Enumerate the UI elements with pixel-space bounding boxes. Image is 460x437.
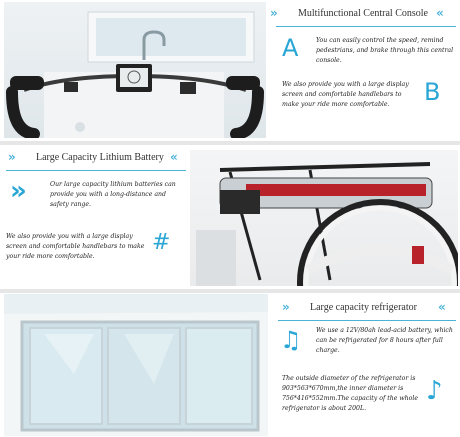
- battery-photo: [190, 150, 458, 286]
- separator-2: [0, 289, 460, 293]
- hash-icon: #: [152, 230, 171, 255]
- section1-text-a: You can easily control the speed, remind…: [316, 37, 454, 64]
- section3-chevron-right-icon: «: [438, 300, 446, 314]
- letter-a-icon: A: [282, 34, 299, 62]
- section3-chevron-icon: »: [282, 300, 290, 314]
- console-photo: [4, 2, 266, 138]
- section3-rule: [278, 320, 456, 321]
- section-refrigerator: » Large capacity refrigerator « ♫ We use…: [0, 294, 460, 437]
- section3-text-a: We use a 12V/80ah lead-acid battery, whi…: [316, 327, 453, 354]
- section2-text-a: Our large capacity lithium batteries can…: [50, 181, 176, 208]
- section1-rule: [276, 26, 456, 27]
- refrigerator-illustration: [4, 294, 268, 436]
- section1-title: Multifunctional Central Console: [298, 8, 428, 19]
- section2-title: Large Capacity Lithium Battery: [36, 152, 164, 163]
- section1-chevron-right-icon: «: [436, 6, 444, 20]
- section2-text-b: We also provide you with a large display…: [6, 233, 145, 260]
- section-lithium-battery: » Large Capacity Lithium Battery « » Our…: [0, 146, 460, 288]
- separator-1: [0, 141, 460, 145]
- refrigerator-photo: [4, 294, 268, 436]
- section3-text-b: The outside diameter of the refrigerator…: [282, 375, 418, 412]
- section2-chevron-right-icon: «: [170, 150, 178, 164]
- double-arrow-icon: »: [10, 176, 27, 206]
- music-notes-icon: ♫: [280, 326, 302, 354]
- music-note-icon: ♪: [426, 376, 443, 406]
- section-central-console: » Multifunctional Central Console « A Yo…: [0, 0, 460, 140]
- console-illustration: [6, 11, 264, 138]
- section2-chevron-icon: »: [8, 150, 16, 164]
- battery-illustration: [196, 162, 458, 286]
- section1-chevron-icon: »: [270, 6, 278, 20]
- section2-rule: [6, 170, 186, 171]
- letter-b-icon: B: [424, 78, 441, 106]
- section1-text-b: We also provide you with a large display…: [282, 81, 409, 108]
- section3-title: Large capacity refrigerator: [310, 302, 417, 313]
